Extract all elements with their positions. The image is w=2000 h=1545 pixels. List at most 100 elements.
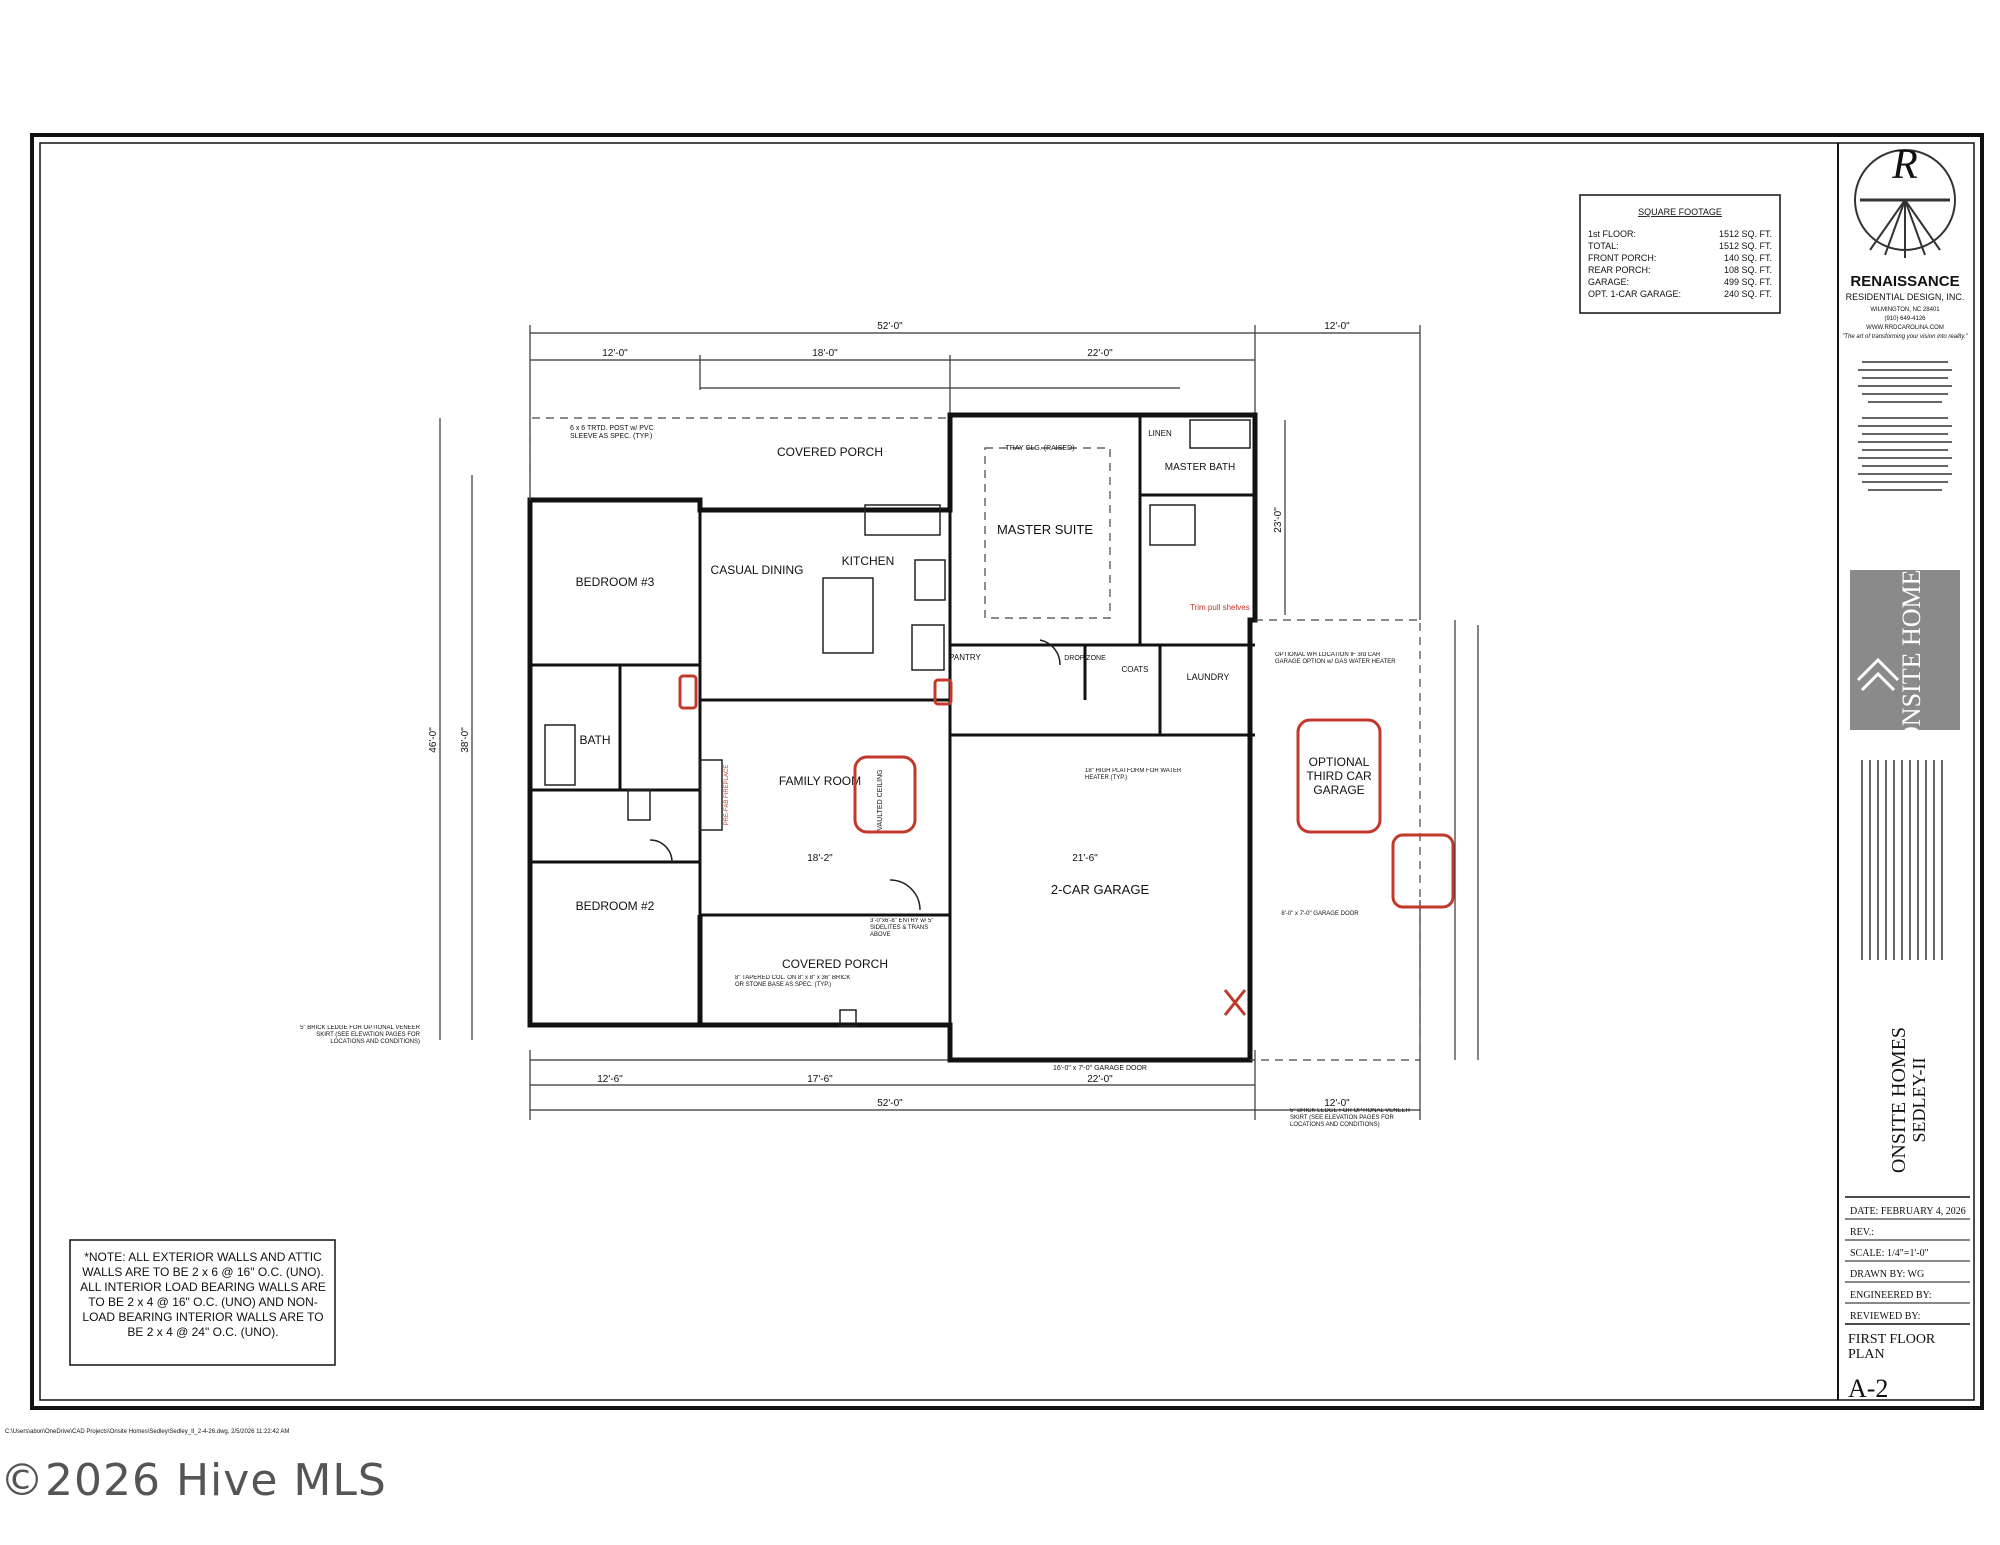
note-optional-wh: OPTIONAL WH LOCATION IF 3rd CAR GARAGE O… xyxy=(1275,652,1396,665)
onsite-homes-logo: ONSITE HOMES xyxy=(1850,555,1960,745)
sheet-number: A-2 xyxy=(1848,1374,1888,1403)
dim-depth-left: 46'-0" xyxy=(428,727,439,753)
note-fireplace: PRE-FAB FIREPLACE xyxy=(724,765,730,826)
note-trim-shelves: Trim pull shelves xyxy=(1190,603,1250,612)
sqft-value: 108 SQ. FT. xyxy=(1724,265,1772,275)
entry-door-swing xyxy=(889,879,921,911)
square-footage-box: SQUARE FOOTAGE 1st FLOOR:1512 SQ. FT.TOT… xyxy=(1579,194,1781,314)
designer-city: WILMINGTON, NC 28401 xyxy=(1870,307,1940,313)
redline-optional-garage xyxy=(1296,718,1382,834)
note-post: 6 x 6 TRTD. POST w/ PVC SLEEVE AS SPEC. … xyxy=(570,425,654,440)
designer-web: WWW.RRDCAROLINA.COM xyxy=(1866,325,1944,331)
drawing-scale: SCALE: 1/4"=1'-0" xyxy=(1850,1248,1929,1259)
refrigerator xyxy=(911,624,945,671)
kitchen-island xyxy=(822,577,874,654)
room-master-suite: MASTER SUITE xyxy=(997,522,1093,537)
porch-column xyxy=(839,1009,857,1027)
copyright-fine-print xyxy=(1858,361,1952,491)
room-covered-porch-rear: COVERED PORCH xyxy=(777,445,883,459)
sqft-value: 140 SQ. FT. xyxy=(1724,253,1772,263)
mls-watermark: ©2026 Hive MLS xyxy=(0,1455,387,1506)
renaissance-logo: R RENAISSANCE RESIDENTIAL DESIGN, INC. W… xyxy=(1842,142,1968,340)
roof-icon xyxy=(1856,657,1900,692)
dim-garage-width: 21'-6" xyxy=(1072,853,1098,864)
designer-name: RENAISSANCE xyxy=(1850,273,1959,290)
wall-note-text: *NOTE: ALL EXTERIOR WALLS AND ATTIC WALL… xyxy=(80,1250,326,1339)
optional-garage-label-wrap: OPTIONAL THIRD CAR GARAGE xyxy=(1306,755,1372,797)
note-entry: 3'-0"x6'-8" ENTRY w/ 5" SIDELITES & TRAN… xyxy=(870,918,934,938)
title-block: ONSITE HOMES SEDLEY-II DATE: FEBRUARY 4,… xyxy=(1845,1027,1970,1403)
floor-plan: 52'-0" 12'-0" 12'-0" 18'-0" 22'-0" 52'-0… xyxy=(300,321,1479,1128)
column-note-wrap: 8" TAPERED COL. ON 8" x 8" x 36" BRICK O… xyxy=(735,975,851,988)
redline-detail-left xyxy=(678,674,698,710)
post-note-wrap: 6 x 6 TRTD. POST w/ PVC SLEEVE AS SPEC. … xyxy=(570,425,654,440)
room-optional-third-car-garage: OPTIONAL THIRD CAR GARAGE xyxy=(1306,755,1372,797)
sheet-border xyxy=(30,133,1984,1410)
sqft-label: 1st FLOOR: xyxy=(1588,229,1636,239)
entry-note-wrap: 3'-0"x6'-8" ENTRY w/ 5" SIDELITES & TRAN… xyxy=(870,918,934,938)
dim-top-seg-1: 12'-0" xyxy=(602,348,628,359)
engineered-by: ENGINEERED BY: xyxy=(1850,1290,1932,1301)
dim-depth-inner: 38'-0" xyxy=(460,727,471,753)
room-2-car-garage: 2-CAR GARAGE xyxy=(1051,882,1150,897)
sqft-value: 240 SQ. FT. xyxy=(1724,289,1772,299)
sheet-title-wrap: FIRST FLOOR PLAN xyxy=(1848,1332,1936,1362)
room-linen: LINEN xyxy=(1148,429,1172,438)
dim-bottom-seg-1: 12'-6" xyxy=(597,1074,623,1085)
range xyxy=(914,559,946,601)
note-vaulted: VAULTED CEILING xyxy=(877,769,884,830)
builder-logo-text: ONSITE HOMES xyxy=(1897,555,1926,745)
room-master-bath: MASTER BATH xyxy=(1165,462,1235,473)
dim-top-seg-3: 22'-0" xyxy=(1087,348,1113,359)
room-bath: BATH xyxy=(579,733,610,747)
master-vanity xyxy=(1189,419,1251,449)
tray-ceiling-outline xyxy=(984,447,1111,619)
room-bedroom-2: BEDROOM #2 xyxy=(576,899,655,913)
logo-r-monogram: R xyxy=(1891,142,1918,188)
exterior-walls xyxy=(527,412,1258,1063)
optional-garage-outline xyxy=(1250,619,1421,1061)
dim-garage-ext-bottom: 12'-0" xyxy=(1324,1098,1350,1109)
revision: REV.: xyxy=(1850,1227,1874,1238)
room-laundry: LAUNDRY xyxy=(1187,672,1230,682)
model-name: SEDLEY-II xyxy=(1909,1058,1929,1143)
garage-door-label: 16'-0" x 7'-0" GARAGE DOOR xyxy=(1053,1065,1147,1072)
reviewed-by: REVIEWED BY: xyxy=(1850,1311,1920,1322)
brick-left-note-wrap: 5" BRICK LEDGE FOR OPTIONAL VENEER SKIRT… xyxy=(300,1025,420,1045)
dimension-lines xyxy=(439,325,1479,1120)
room-casual-dining: CASUAL DINING xyxy=(711,563,804,577)
note-platform: 18" HIGH PLATFORM FOR WATER HEATER (TYP.… xyxy=(1085,768,1182,781)
room-pantry: PANTRY xyxy=(949,653,981,662)
sqft-label: OPT. 1-CAR GARAGE: xyxy=(1588,289,1681,299)
opt-wh-note-wrap: OPTIONAL WH LOCATION IF 3rd CAR GARAGE O… xyxy=(1275,652,1396,665)
dim-depth-right: 23'-0" xyxy=(1273,507,1284,533)
dim-bottom-seg-2: 17'-6" xyxy=(807,1074,833,1085)
disclaimer-fine-print xyxy=(1861,760,1943,960)
note-column: 8" TAPERED COL. ON 8" x 8" x 36" BRICK O… xyxy=(735,975,851,988)
project-name: ONSITE HOMES xyxy=(1888,1027,1910,1173)
dim-garage-ext-top: 12'-0" xyxy=(1324,321,1350,332)
room-drop-zone: DROP ZONE xyxy=(1064,655,1106,662)
room-family-room: FAMILY ROOM xyxy=(779,774,861,788)
designer-phone: (910) 649-4126 xyxy=(1884,316,1926,322)
sqft-label: FRONT PORCH: xyxy=(1588,253,1656,263)
redline-opt-garage-door xyxy=(1391,833,1455,909)
sheet-title: FIRST FLOOR PLAN xyxy=(1848,1332,1936,1362)
dim-family-width: 18'-2" xyxy=(807,853,833,864)
room-kitchen: KITCHEN xyxy=(842,554,895,568)
sqft-value: 1512 SQ. FT. xyxy=(1719,241,1772,251)
room-covered-porch-front: COVERED PORCH xyxy=(782,957,888,971)
linen-closet-bath xyxy=(627,789,651,821)
wall-note-box: *NOTE: ALL EXTERIOR WALLS AND ATTIC WALL… xyxy=(69,1239,336,1366)
square-footage-title: SQUARE FOOTAGE xyxy=(1638,207,1722,217)
note-brick-ledge-left: 5" BRICK LEDGE FOR OPTIONAL VENEER SKIRT… xyxy=(300,1025,420,1045)
room-bedroom-3: BEDROOM #3 xyxy=(576,575,655,589)
redline-vaulted-ceiling xyxy=(853,755,917,834)
designer-subtitle: RESIDENTIAL DESIGN, INC. xyxy=(1846,292,1965,302)
sqft-label: GARAGE: xyxy=(1588,277,1629,287)
sqft-value: 1512 SQ. FT. xyxy=(1719,229,1772,239)
note-tray-ceiling: TRAY CLG. (RAISED) xyxy=(1006,445,1075,452)
redline-detail-right xyxy=(933,678,953,706)
redline-x-mark xyxy=(1223,989,1247,1016)
